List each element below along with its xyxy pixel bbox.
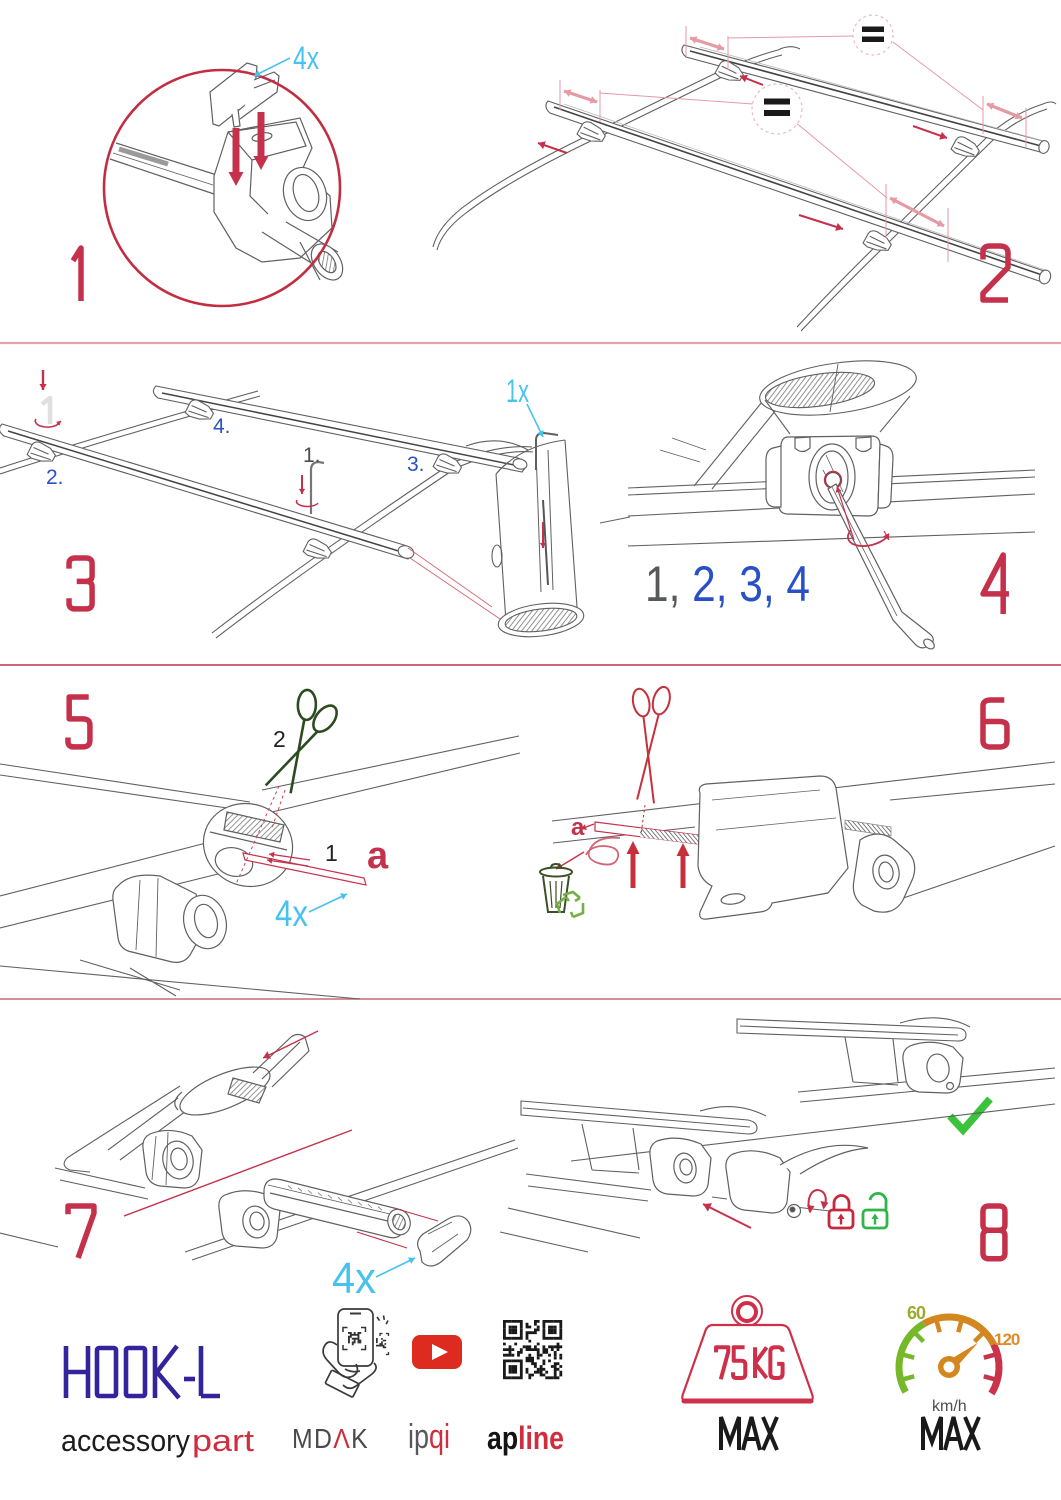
svg-text:1: 1 <box>325 840 338 866</box>
svg-text:3.: 3. <box>407 453 425 476</box>
svg-text:apline: apline <box>487 1420 564 1456</box>
svg-text:1, 2, 3, 4: 1, 2, 3, 4 <box>645 556 810 612</box>
svg-text:part: part <box>192 1423 254 1458</box>
svg-text:120: 120 <box>994 1330 1020 1349</box>
svg-text:4.: 4. <box>213 415 231 438</box>
svg-text:4x: 4x <box>293 40 319 76</box>
svg-text:2: 2 <box>273 726 286 752</box>
svg-text:km/h: km/h <box>932 1398 967 1415</box>
svg-text:60: 60 <box>907 1303 926 1323</box>
svg-text:a: a <box>571 814 585 841</box>
svg-text:4x: 4x <box>332 1254 376 1303</box>
svg-text:MDΛK: MDΛK <box>292 1423 369 1454</box>
svg-text:a: a <box>367 835 389 877</box>
svg-text:ipqi: ipqi <box>408 1418 450 1456</box>
svg-text:1.: 1. <box>303 444 321 467</box>
svg-text:accessory: accessory <box>61 1423 190 1458</box>
svg-text:1x: 1x <box>506 373 529 409</box>
svg-text:2.: 2. <box>46 466 64 489</box>
svg-text:4x: 4x <box>275 893 308 934</box>
